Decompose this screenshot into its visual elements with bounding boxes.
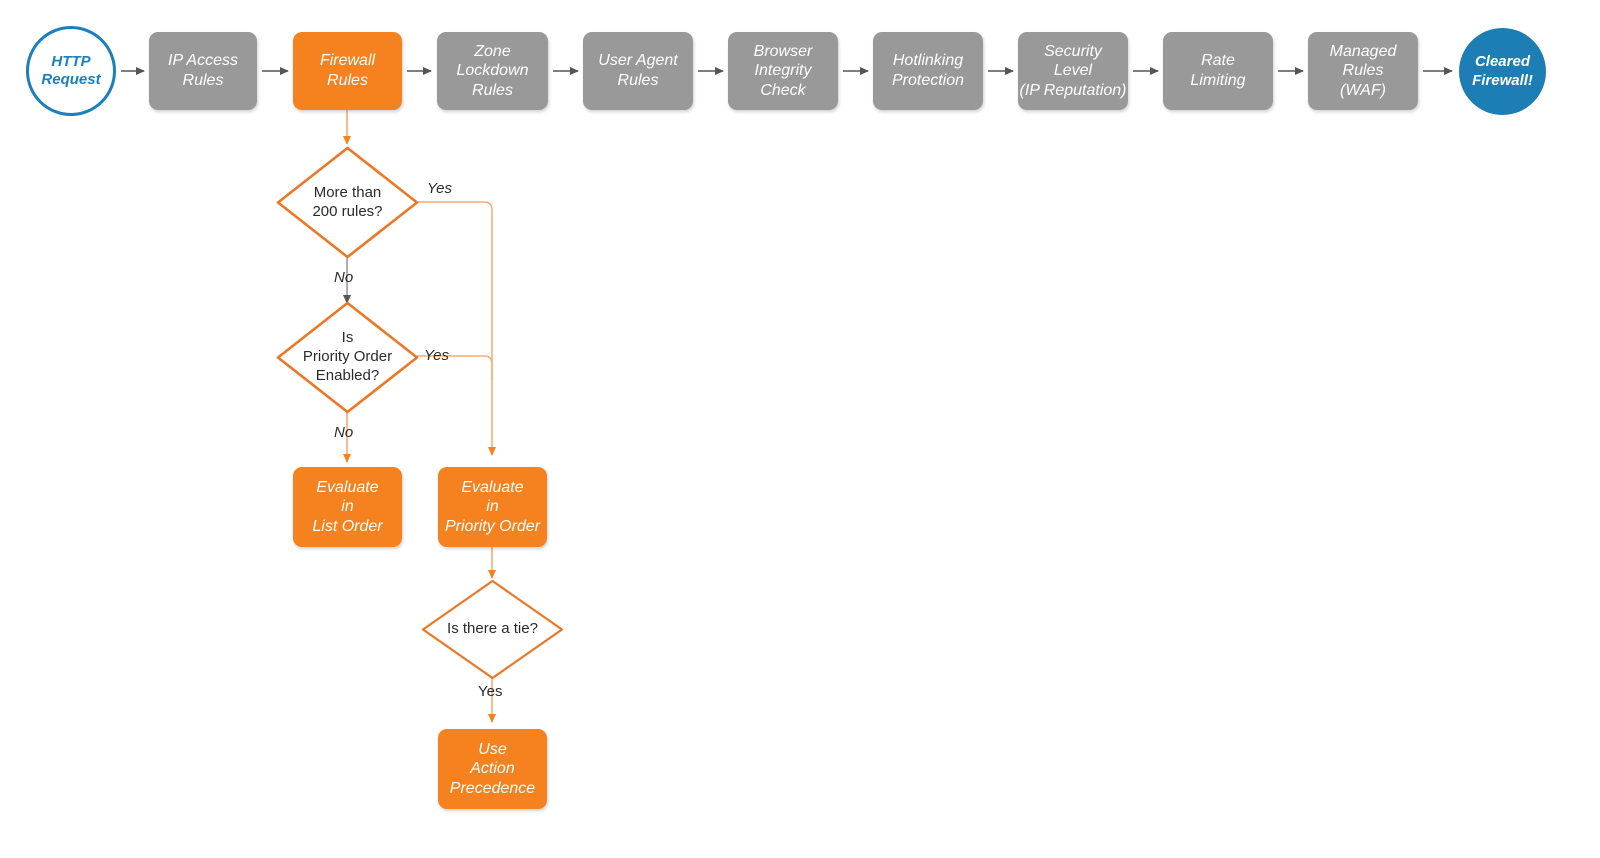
diamond-shape-more-than-200 bbox=[276, 146, 419, 259]
decision-is-priority-order-enabled-label: Is Priority Order Enabled? bbox=[302, 329, 393, 384]
decision-more-than-200-rules-label: More than 200 rules? bbox=[312, 183, 383, 220]
node-zone-lockdown-rules[interactable]: Zone Lockdown Rules bbox=[437, 32, 548, 110]
node-user-agent-rules-label: User Agent Rules bbox=[598, 52, 678, 89]
node-firewall-rules[interactable]: Firewall Rules bbox=[293, 32, 402, 110]
node-evaluate-in-list-order[interactable]: Evaluate in List Order bbox=[293, 467, 402, 547]
edge-label-priority-order-no: No bbox=[334, 424, 354, 441]
node-firewall-rules-label: Firewall Rules bbox=[319, 52, 376, 89]
node-use-action-precedence[interactable]: Use Action Precedence bbox=[438, 729, 547, 809]
node-evaluate-in-priority-order[interactable]: Evaluate in Priority Order bbox=[438, 467, 547, 547]
node-use-action-precedence-label: Use Action Precedence bbox=[449, 740, 536, 797]
node-security-level-label: Security Level (IP Reputation) bbox=[1019, 42, 1127, 99]
edge-more-than-200-yes bbox=[417, 201, 496, 456]
edge-label-tie-yes: Yes bbox=[478, 683, 503, 700]
node-managed-rules-waf-label: Managed Rules (WAF) bbox=[1329, 42, 1397, 99]
decision-is-there-a-tie[interactable]: Is there a tie? bbox=[420, 578, 565, 681]
node-browser-integrity-check-label: Browser Integrity Check bbox=[753, 42, 813, 99]
node-browser-integrity-check[interactable]: Browser Integrity Check bbox=[728, 32, 838, 110]
node-user-agent-rules[interactable]: User Agent Rules bbox=[583, 32, 693, 110]
diamond-shape-is-there-a-tie bbox=[421, 579, 564, 680]
node-managed-rules-waf[interactable]: Managed Rules (WAF) bbox=[1308, 32, 1418, 110]
node-zone-lockdown-rules-label: Zone Lockdown Rules bbox=[456, 42, 529, 99]
node-evaluate-in-priority-order-label: Evaluate in Priority Order bbox=[444, 478, 541, 535]
node-hotlinking-protection-label: Hotlinking Protection bbox=[891, 52, 965, 89]
node-rate-limiting[interactable]: Rate Limiting bbox=[1163, 32, 1273, 110]
node-cleared-firewall-label: Cleared Firewall! bbox=[1472, 53, 1533, 89]
diamond-shape-priority-order bbox=[276, 301, 419, 414]
node-rate-limiting-label: Rate Limiting bbox=[1190, 52, 1246, 89]
node-http-request-label: HTTP Request bbox=[41, 52, 101, 88]
decision-is-there-a-tie-label: Is there a tie? bbox=[447, 620, 538, 638]
edge-label-more-than-200-yes: Yes bbox=[427, 180, 453, 197]
decision-is-priority-order-enabled[interactable]: Is Priority Order Enabled? bbox=[275, 300, 420, 415]
node-ip-access-rules[interactable]: IP Access Rules bbox=[149, 32, 257, 110]
node-hotlinking-protection[interactable]: Hotlinking Protection bbox=[873, 32, 983, 110]
node-ip-access-rules-label: IP Access Rules bbox=[168, 52, 238, 89]
node-cleared-firewall[interactable]: Cleared Firewall! bbox=[1459, 28, 1546, 115]
node-security-level[interactable]: Security Level (IP Reputation) bbox=[1018, 32, 1128, 110]
node-http-request[interactable]: HTTP Request bbox=[26, 26, 116, 116]
decision-more-than-200-rules[interactable]: More than 200 rules? bbox=[275, 145, 420, 260]
edge-label-more-than-200-no: No bbox=[334, 269, 354, 286]
node-evaluate-in-list-order-label: Evaluate in List Order bbox=[312, 478, 383, 535]
edge-label-priority-order-yes: Yes bbox=[424, 347, 450, 364]
